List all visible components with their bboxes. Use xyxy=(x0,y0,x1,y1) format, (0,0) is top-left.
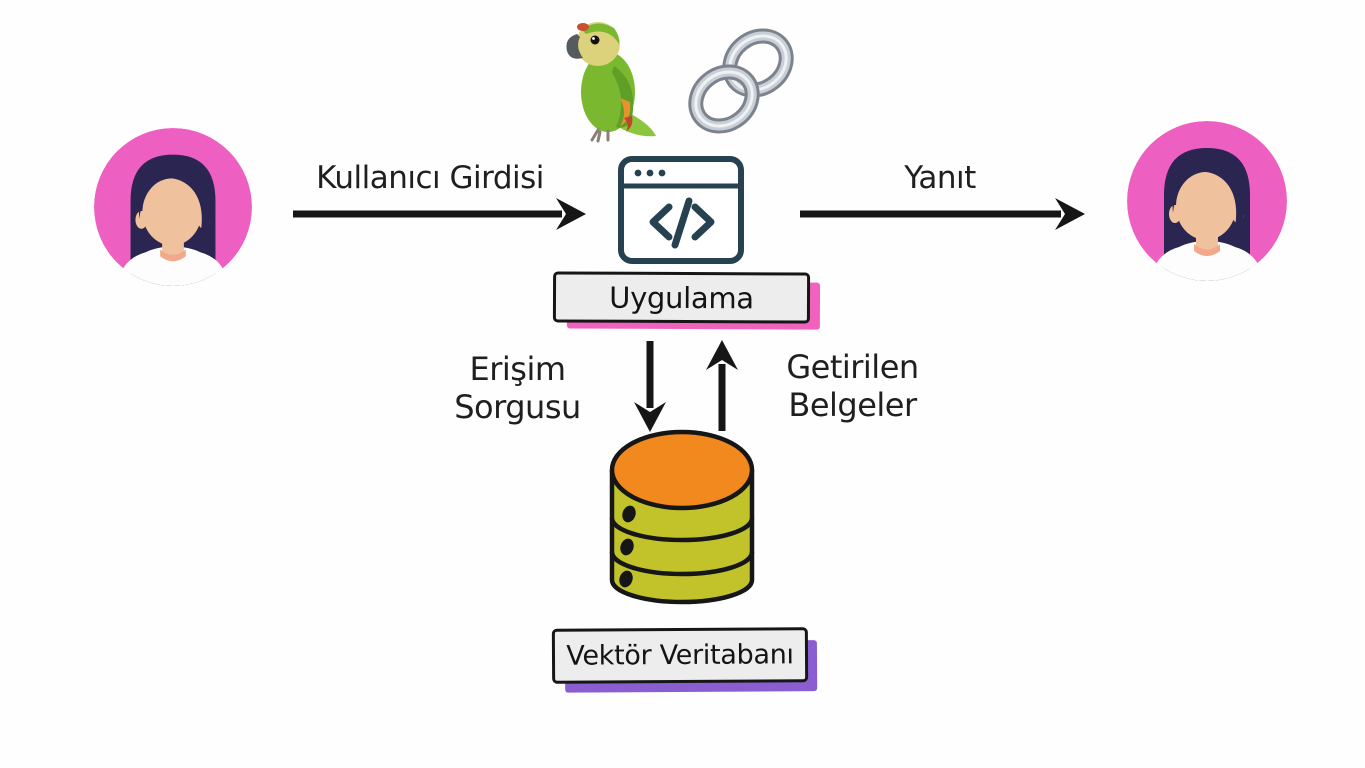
female-user-avatar-icon xyxy=(94,128,252,286)
retrieved-documents-label: Getirilen Belgeler xyxy=(786,348,919,424)
user-input-arrow xyxy=(293,198,586,230)
application-node-label-box: Uygulama xyxy=(552,271,811,324)
application-label: Uygulama xyxy=(609,280,754,315)
female-user-avatar-icon xyxy=(1127,121,1287,281)
parrot-icon xyxy=(566,22,656,143)
response-label: Yanıt xyxy=(904,160,976,196)
vector-database-node-label-box: Vektör Veritabanı xyxy=(551,627,809,684)
query-down-arrow xyxy=(634,341,666,432)
chain-link-icon xyxy=(688,28,794,134)
database-cylinder-icon xyxy=(609,429,755,605)
documents-up-arrow xyxy=(706,340,738,431)
code-window-icon xyxy=(618,156,744,264)
user-input-label: Kullanıcı Girdisi xyxy=(316,160,544,196)
vector-database-label: Vektör Veritabanı xyxy=(566,639,794,672)
retrieval-query-label: Erişim Sorgusu xyxy=(454,350,581,426)
response-arrow xyxy=(800,198,1085,230)
